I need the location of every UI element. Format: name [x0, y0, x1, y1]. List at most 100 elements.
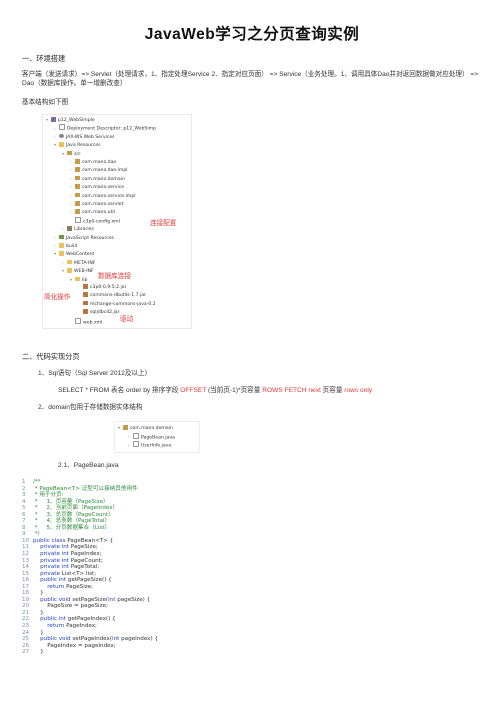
tree-item[interactable]: ▾ lib	[70, 276, 87, 284]
tree-item[interactable]: ›com.mano.domain	[70, 175, 125, 183]
code-token: /**	[33, 479, 41, 485]
expand-arrow-icon[interactable]: ▾	[54, 142, 57, 148]
tree-item[interactable]: web.xml	[70, 317, 102, 326]
tree-item[interactable]: ▾ com.mano.domain	[118, 424, 173, 432]
tree-item[interactable]: ›com.mano.dao	[70, 158, 116, 166]
expand-arrow-icon[interactable]: ›	[54, 234, 56, 240]
code-token: PageIndex;	[66, 623, 97, 630]
tree-item[interactable]: ›META-INF	[62, 259, 95, 267]
expand-arrow-icon[interactable]: ›	[128, 434, 130, 439]
tree-item-label: com.mano.domain	[130, 426, 173, 431]
code-token: private int	[33, 544, 71, 551]
expand-arrow-icon[interactable]: ›	[70, 192, 72, 198]
tree-item[interactable]: ›UserInfo.java	[128, 441, 171, 449]
line-number: 8	[22, 524, 26, 531]
expand-arrow-icon[interactable]: ›	[54, 133, 56, 139]
code-line: 20 PageSize = pageSize;	[22, 603, 492, 610]
tree-item[interactable]: commons-dbutils-1.7.jar	[78, 292, 146, 300]
tree-item[interactable]: ›build	[54, 242, 77, 250]
expand-arrow-icon[interactable]: ▾	[46, 117, 49, 122]
tree-item[interactable]: › PageBean.java	[128, 432, 175, 441]
code-token: * 2、当前页面（PageIndex）	[33, 505, 119, 512]
code-line: 6 * 3、总页数（PageCount）	[22, 512, 492, 519]
code-line: 11 private int PageSize;	[22, 544, 492, 551]
tree-item[interactable]: ▾Java Resources	[54, 141, 101, 149]
tree-item-label: lib	[82, 277, 88, 283]
tree-item[interactable]: › JAX-WS Web Services	[54, 133, 115, 141]
tree-item[interactable]: c3p0-0.9.5.2.jar	[78, 284, 126, 292]
folder-icon	[67, 259, 72, 265]
expand-arrow-icon[interactable]: ▾	[70, 276, 73, 282]
tree-item[interactable]: ▾src	[62, 150, 81, 158]
tree-item[interactable]: mchange-commons-java-0.2	[78, 300, 156, 309]
tree-item[interactable]: sqljdbc42.jar	[78, 309, 120, 317]
tree-item-label: com.mano.service	[82, 185, 125, 191]
expand-arrow-icon[interactable]: ›	[62, 259, 64, 265]
code-token: getPageIndex() {	[67, 616, 116, 623]
code-token: setPageIndex(	[72, 636, 113, 643]
tree-item-label: JavaScript Resources	[66, 235, 114, 241]
code-line: 17 return PageSize;	[22, 584, 492, 591]
folder-icon	[75, 276, 80, 282]
expand-arrow-icon[interactable]: ›	[70, 209, 72, 215]
tree-item-label: JAX-WS Web Services	[66, 134, 115, 140]
folder-icon	[59, 142, 64, 147]
code-token: * 5、分页数据集合（List）	[33, 524, 111, 531]
tree-item[interactable]: › com.mano.service	[70, 183, 124, 191]
expand-arrow-icon[interactable]: ▾	[62, 150, 65, 156]
tree-item[interactable]: ›Libraries	[62, 225, 94, 233]
expand-arrow-icon[interactable]: ›	[70, 184, 72, 190]
tree-item[interactable]: ›Deployment Descriptor: p12_WebSimp	[54, 124, 156, 132]
tree-item-label: c3p0-0.9.5.2.jar	[90, 285, 127, 290]
code-token: PageIndex;	[70, 551, 102, 558]
tree-item[interactable]: ▾ WEB-INF	[62, 267, 94, 275]
tree-item[interactable]: › com.mano.dao.impl	[70, 166, 128, 174]
lib-icon	[67, 226, 72, 231]
expand-arrow-icon[interactable]: ▾	[118, 425, 121, 430]
expand-arrow-icon[interactable]: ›	[62, 226, 64, 232]
tree-item-label: PageBean.java	[141, 435, 175, 440]
code-token: public void	[33, 636, 73, 643]
tree-item[interactable]: ▾p12_WebSimple	[46, 116, 95, 124]
code-line: 27 }	[22, 649, 492, 656]
expand-arrow-icon[interactable]: ▾	[54, 251, 57, 257]
tree-item[interactable]: c3p0-config.xml	[70, 216, 120, 225]
code-token: }	[33, 590, 44, 597]
file-icon	[59, 124, 65, 131]
line-number: 7	[22, 518, 26, 525]
expand-arrow-icon[interactable]: ›	[70, 175, 72, 181]
code-line: 22 public int getPageIndex() {	[22, 616, 492, 623]
pkg-icon	[75, 209, 80, 214]
tree-item-label: WebContent	[66, 252, 95, 258]
expand-arrow-icon[interactable]: ›	[70, 201, 72, 206]
tree-item-label: WEB-INF	[74, 269, 94, 275]
expand-arrow-icon[interactable]: ▾	[62, 268, 65, 274]
code-line: 23 return PageIndex;	[22, 623, 492, 630]
line-number: 13	[22, 557, 30, 564]
expand-arrow-icon[interactable]: ›	[70, 167, 72, 173]
line-number: 10	[22, 537, 30, 544]
code-token: PageSize;	[70, 544, 98, 551]
expand-arrow-icon[interactable]: ›	[54, 125, 56, 131]
folder-icon	[67, 268, 72, 273]
code-token: public int	[33, 577, 68, 584]
code-line: 1/**	[22, 479, 492, 486]
tree-item[interactable]: ▾ WebContent	[54, 250, 94, 258]
tree-item[interactable]: › JavaScript Resources	[54, 234, 114, 242]
expand-arrow-icon[interactable]: ›	[128, 442, 130, 448]
tree-item[interactable]: ›com.mano.service.impl	[70, 192, 136, 200]
code-line: 9 */	[22, 531, 492, 538]
expand-arrow-icon[interactable]: ›	[70, 159, 72, 164]
pagebean-subheading: 2.1、PageBean.java	[58, 462, 119, 469]
tree-item[interactable]: ›com.mano.servlet	[70, 200, 123, 208]
sql-item-heading: 1、Sql语句（Sql Server 2012及以上）	[38, 370, 152, 377]
code-token: PageCount;	[70, 557, 103, 564]
tree-item-label: com.mano.dao.impl	[82, 168, 128, 174]
code-token: pageSize) {	[117, 596, 151, 603]
line-number: 27	[22, 649, 30, 656]
file-icon	[75, 317, 81, 324]
code-token: }	[33, 649, 44, 656]
tree-item[interactable]: ›com.mano.util	[70, 208, 115, 216]
gear-icon	[59, 133, 64, 139]
expand-arrow-icon[interactable]: ›	[54, 243, 56, 248]
